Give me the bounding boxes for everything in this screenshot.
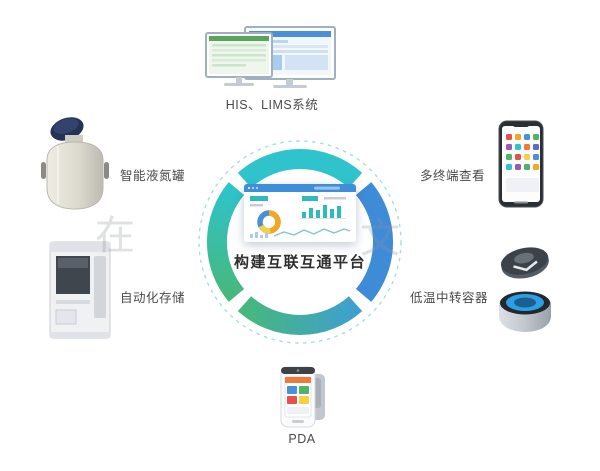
- pda-illustration: [280, 366, 325, 428]
- label-multi-terminal: 多终端查看: [420, 169, 486, 183]
- monitors-illustration: [205, 26, 336, 88]
- transfer-container-illustration: [499, 247, 551, 332]
- container-lid: [500, 247, 549, 279]
- ring-segment-right: [355, 182, 394, 302]
- sparkline-chart: [250, 228, 351, 238]
- ring-segment-bottom: [237, 296, 363, 335]
- donut-chart: [257, 210, 281, 234]
- ring-segment-top: [237, 149, 363, 188]
- pda-screen: [284, 376, 312, 418]
- automated-storage-illustration: [49, 241, 111, 339]
- label-nitrogen-tank: 智能液氮罐: [120, 169, 186, 183]
- bar-chart: [300, 205, 346, 219]
- tank-lid: [50, 117, 84, 141]
- ring-segment-left: [206, 182, 245, 302]
- dashed-orbit-circle: [198, 140, 402, 344]
- label-his-lims: HIS、LIMS系统: [225, 98, 319, 112]
- dashboard-mockup: [244, 184, 356, 242]
- label-pda: PDA: [288, 432, 316, 446]
- monitor-front: [205, 32, 273, 86]
- label-transfer-container: 低温中转容器: [410, 291, 489, 305]
- smartphone-illustration: [498, 120, 544, 208]
- phone-app-grid: [506, 134, 539, 192]
- nitrogen-tank-illustration: [41, 117, 109, 210]
- platform-title: 构建互联互通平台: [233, 254, 366, 271]
- label-automated-storage: 自动化存储: [120, 291, 186, 305]
- center-content: 构建互联互通平台: [230, 184, 370, 302]
- dashboard-screenshot: [244, 184, 356, 242]
